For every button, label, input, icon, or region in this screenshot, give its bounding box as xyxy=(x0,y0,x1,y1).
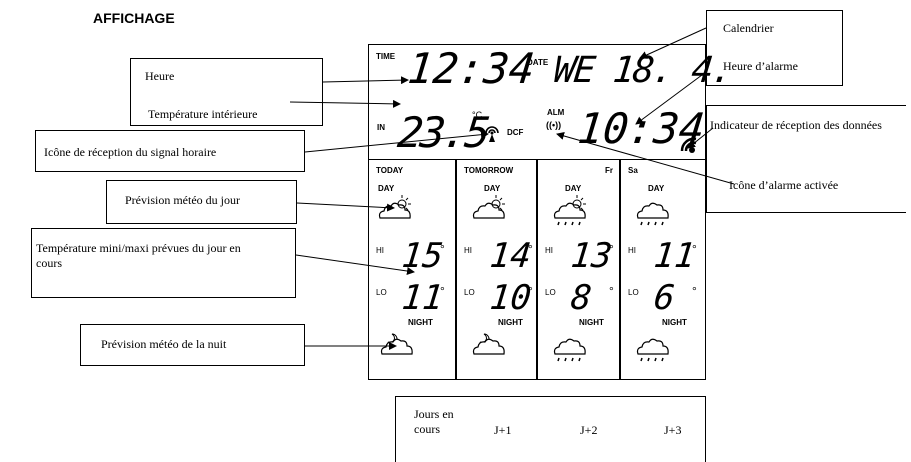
date-label: DATE xyxy=(527,58,549,67)
time-label: TIME xyxy=(376,52,396,61)
day-weather-icon xyxy=(553,195,586,226)
arrow-temp-int xyxy=(289,99,401,108)
callout-indicateur-box: Indicateur de réception des données Icôn… xyxy=(706,105,906,213)
hi-label: HI xyxy=(376,246,384,255)
hi-label: HI xyxy=(464,246,472,255)
hi-label: HI xyxy=(628,246,636,255)
arrow-temp-minmax xyxy=(295,254,415,275)
arrow-alarme-activee xyxy=(556,132,735,185)
arrow-heure-alarme xyxy=(635,71,707,125)
callout-indicateur: Indicateur de réception des données xyxy=(710,118,882,132)
night-label: NIGHT xyxy=(662,318,687,327)
alm-label: ALM xyxy=(547,108,565,117)
day-label: DAY xyxy=(484,184,501,193)
night-label: NIGHT xyxy=(408,318,433,327)
day-label: DAY xyxy=(648,184,665,193)
callout-heure-alarme: Heure d’alarme xyxy=(723,59,798,73)
legend-j3: J+3 xyxy=(664,423,682,437)
lo-label: LO xyxy=(464,288,475,297)
night-weather-icon xyxy=(472,333,505,355)
night-weather-icon xyxy=(636,338,669,362)
lcd-divider-3 xyxy=(619,159,621,380)
callout-prevision-jour: Prévision météo du jour xyxy=(106,180,297,224)
lo-label: LO xyxy=(545,288,556,297)
day-name: TOMORROW xyxy=(464,166,514,175)
day-label: DAY xyxy=(378,184,395,193)
in-label: IN xyxy=(377,123,385,132)
lo-label: LO xyxy=(376,288,387,297)
lcd-divider-2 xyxy=(536,159,538,380)
callout-heure: Heure xyxy=(145,69,175,83)
day-name: Fr xyxy=(605,166,613,175)
legend-j1: J+1 xyxy=(494,423,512,437)
hi-degree: ° xyxy=(528,242,533,256)
lcd-divider-1 xyxy=(455,159,457,380)
callout-signal-horaire: Icône de réception du signal horaire xyxy=(35,130,305,172)
day-name: TODAY xyxy=(376,166,404,175)
day-weather-icon xyxy=(472,195,505,219)
alarm-active-icon: ((•)) xyxy=(546,120,562,130)
hi-degree: ° xyxy=(692,242,697,256)
callout-temperature-minmax: Température mini/maxi prévues du jour en… xyxy=(31,228,296,298)
day-weather-icon xyxy=(636,202,669,226)
callout-calendrier-box: Calendrier Heure d’alarme xyxy=(706,10,843,86)
lo-label: LO xyxy=(628,288,639,297)
night-weather-icon xyxy=(553,338,586,362)
day-name: Sa xyxy=(628,166,638,175)
legend-jours-en-cours: Jours en cours xyxy=(414,407,454,436)
hi-degree: ° xyxy=(609,242,614,256)
arrow-heure xyxy=(322,76,409,85)
arrow-signal xyxy=(304,130,489,153)
lo-degree: ° xyxy=(440,284,445,298)
lo-degree: ° xyxy=(528,284,533,298)
temp-unit: °C xyxy=(472,110,483,120)
page-title: AFFICHAGE xyxy=(93,10,175,26)
day-label: DAY xyxy=(565,184,582,193)
legend-box: Jours en cours J+1 J+2 J+3 xyxy=(395,396,706,462)
hi-degree: ° xyxy=(440,242,445,256)
arrow-prev-jour xyxy=(296,202,395,212)
arrow-calendrier xyxy=(639,27,707,59)
dcf-label: DCF xyxy=(507,128,524,137)
callout-calendrier: Calendrier xyxy=(723,21,774,35)
legend-j2: J+2 xyxy=(580,423,598,437)
callout-temperature-interieure: Température intérieure xyxy=(148,107,258,121)
lo-degree: ° xyxy=(692,284,697,298)
callout-prevision-nuit: Prévision météo de la nuit xyxy=(80,324,305,366)
arrow-indicateur xyxy=(687,127,714,149)
callout-alarme-activee: Icône d’alarme activée xyxy=(729,178,839,192)
night-label: NIGHT xyxy=(579,318,604,327)
hi-label: HI xyxy=(545,246,553,255)
night-label: NIGHT xyxy=(498,318,523,327)
callout-heure-box: Heure Température intérieure xyxy=(130,58,323,126)
lo-degree: ° xyxy=(609,284,614,298)
